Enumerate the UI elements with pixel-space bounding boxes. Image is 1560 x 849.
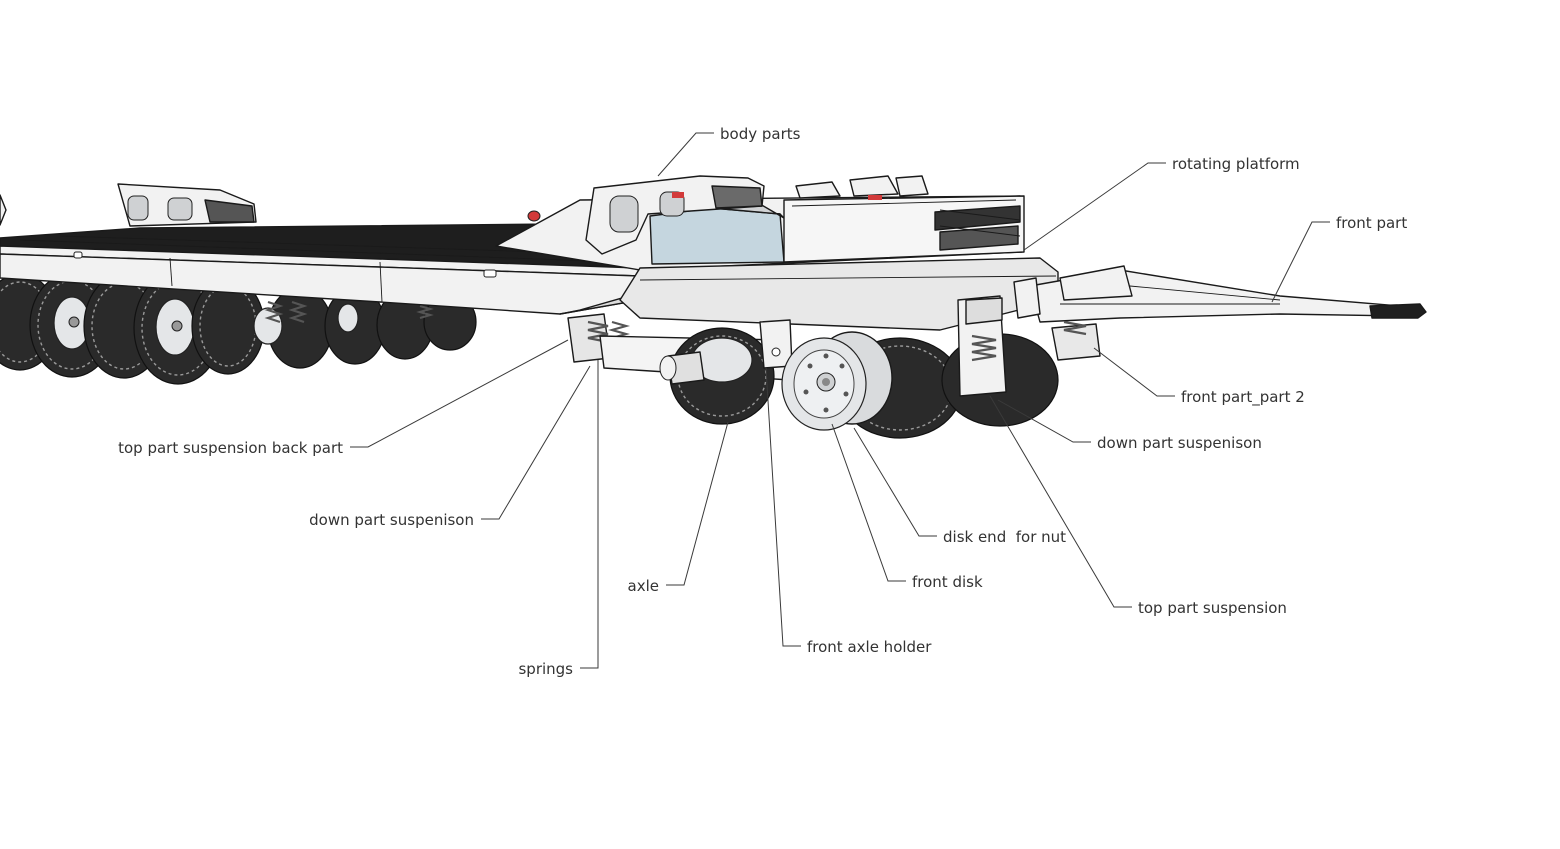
leader-disk-end-for-nut: [853, 427, 937, 537]
leader-down-part-suspension-right: [997, 399, 1091, 443]
callout-top-part-suspension: top part suspension: [1138, 599, 1287, 617]
leader-top-part-suspension: [989, 395, 1132, 608]
leader-front-part-part-2: [1093, 347, 1175, 397]
main-deck: [0, 223, 651, 315]
callout-top-part-suspension-back: top part suspension back part: [118, 439, 343, 457]
callout-body-parts: body parts: [720, 125, 801, 143]
callout-axle: axle: [628, 577, 659, 595]
callout-rotating-platform: rotating platform: [1172, 155, 1300, 173]
callout-front-axle-holder: front axle holder: [807, 638, 932, 656]
leader-front-disk: [831, 423, 906, 582]
callout-labels: body parts rotating platform front part …: [118, 125, 1407, 678]
callout-springs: springs: [518, 660, 573, 678]
front-frame: [495, 175, 1059, 331]
leader-down-part-suspension-left: [481, 365, 591, 520]
rear-body-part: [0, 183, 257, 227]
front-drawbar: [1013, 265, 1427, 361]
front-axle-assembly: [659, 295, 1059, 439]
callout-front-disk: front disk: [912, 573, 983, 591]
callout-front-part-part-2: front part_part 2: [1181, 388, 1305, 407]
leader-rotating-platform: [1023, 162, 1166, 251]
callout-down-part-suspension-right: down part suspenison: [1097, 434, 1262, 452]
trailer-illustration: [0, 175, 1427, 439]
leader-front-axle-holder: [765, 367, 801, 647]
callout-leaders: [350, 132, 1330, 669]
callout-front-part: front part: [1336, 214, 1407, 232]
callout-disk-end-for-nut: disk end for nut: [943, 528, 1066, 546]
callout-down-part-suspension-left: down part suspenison: [309, 511, 474, 529]
leader-front-part: [1271, 221, 1330, 303]
leader-springs: [580, 360, 599, 669]
leader-body-parts: [657, 132, 714, 177]
front-body-part: [527, 175, 765, 255]
rear-wheel-group: [0, 271, 477, 385]
leader-top-part-suspension-back: [350, 339, 569, 448]
leader-axle: [666, 421, 729, 586]
